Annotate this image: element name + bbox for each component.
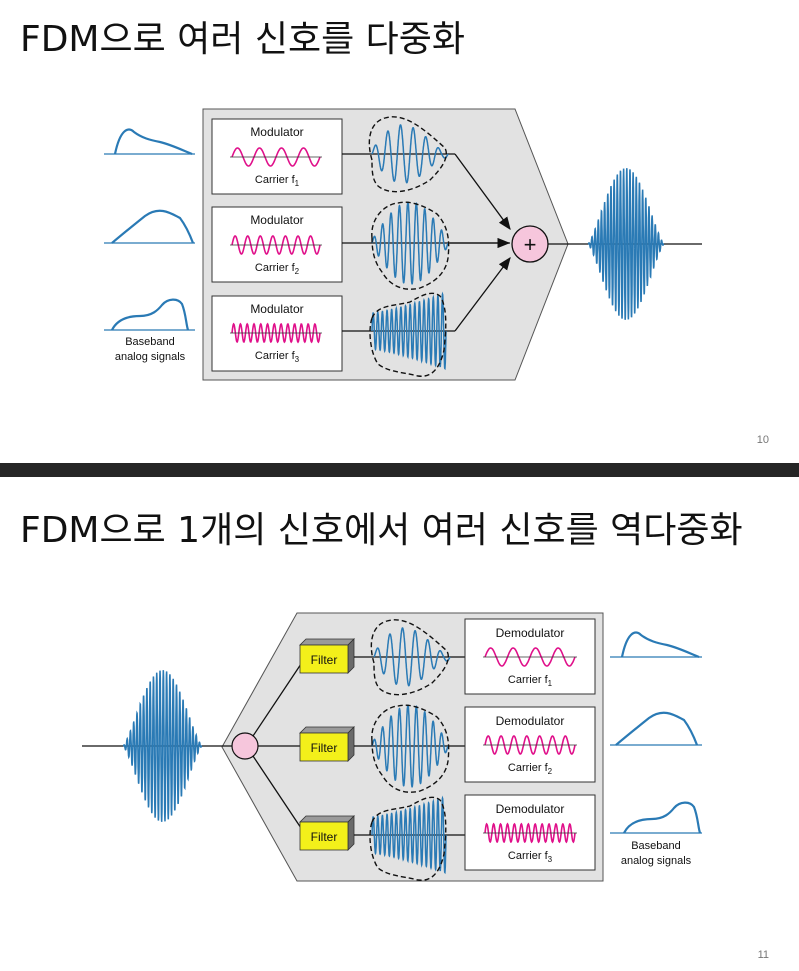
filter-block-1: Filter: [299, 638, 355, 674]
baseband-output-signals: [610, 631, 702, 834]
demodulator-label: Demodulator: [496, 802, 565, 816]
baseband-label: analog signals: [115, 351, 186, 363]
filter-block-2: Filter: [299, 726, 355, 762]
carrier-label: Carrier f3: [508, 850, 553, 864]
modulator-box-1: Modulator Carrier f1: [211, 118, 343, 195]
modulated-signal-3: [342, 291, 455, 377]
splitter-circle: [231, 732, 259, 760]
baseband-label: Baseband: [631, 840, 681, 852]
carrier-label: Carrier f1: [508, 674, 553, 688]
baseband-input-signals: [104, 128, 195, 331]
filtered-signal-3: [354, 795, 465, 881]
filter-label: Filter: [311, 741, 338, 755]
carrier-label: Carrier f2: [508, 762, 553, 776]
slide-11: FDM으로 1개의 신호에서 여러 신호를 역다중화 Filter Filter: [0, 477, 799, 971]
demodulator-label: Demodulator: [496, 714, 565, 728]
demodulator-box-2: Demodulator Carrier f2: [464, 706, 596, 783]
fdm-multiplexing-diagram: Baseband analog signals Modulator Carrie…: [104, 108, 702, 381]
carrier-label: Carrier f3: [255, 350, 300, 364]
filtered-signal-2: [354, 704, 465, 793]
filter-label: Filter: [311, 653, 338, 667]
composite-input-signal: [82, 670, 232, 822]
modulator-label: Modulator: [250, 125, 303, 139]
composite-output-signal: [548, 168, 702, 320]
modulator-box-3: Modulator Carrier f3: [211, 295, 343, 372]
adder-symbol: +: [524, 232, 537, 257]
demodulator-label: Demodulator: [496, 626, 565, 640]
page-number: 11: [757, 949, 769, 961]
slide-title: FDM으로 1개의 신호에서 여러 신호를 역다중화: [20, 510, 743, 551]
modulator-label: Modulator: [250, 213, 303, 227]
filtered-signal-1: [354, 619, 465, 696]
modulated-signal-1: [342, 116, 455, 193]
filter-label: Filter: [311, 830, 338, 844]
modulator-box-2: Modulator Carrier f2: [211, 206, 343, 283]
slide-divider: [0, 463, 799, 477]
fdm-demultiplexing-diagram: Filter Filter Filter: [82, 612, 702, 882]
baseband-label: analog signals: [621, 855, 692, 867]
filter-block-3: Filter: [299, 815, 355, 851]
slide-10: FDM으로 여러 신호를 다중화 Baseband analog signals…: [0, 0, 799, 463]
slide-title: FDM으로 여러 신호를 다중화: [20, 19, 466, 60]
demodulator-box-3: Demodulator Carrier f3: [464, 794, 596, 871]
modulator-label: Modulator: [250, 302, 303, 316]
demodulator-box-1: Demodulator Carrier f1: [464, 618, 596, 695]
page-number: 10: [756, 434, 769, 446]
carrier-label: Carrier f2: [255, 262, 300, 276]
baseband-label: Baseband: [125, 336, 175, 348]
carrier-label: Carrier f1: [255, 174, 300, 188]
